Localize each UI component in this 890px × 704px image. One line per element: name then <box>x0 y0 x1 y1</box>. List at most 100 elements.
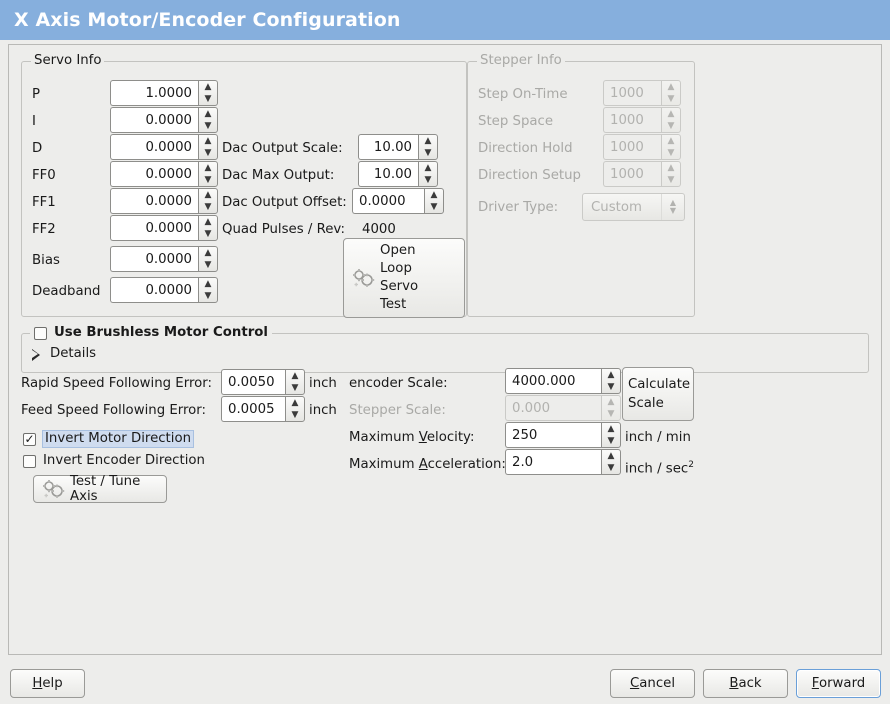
rapid-speed-stepper[interactable]: ▲ ▼ <box>285 369 305 395</box>
forward-button[interactable]: Forward <box>796 669 881 698</box>
dac-output-scale-stepper[interactable]: ▲ ▼ <box>418 134 438 160</box>
spin-down-icon[interactable]: ▼ <box>291 382 299 393</box>
dac-max-output-field[interactable]: 10.00 ▲ ▼ <box>358 161 438 187</box>
spin-down-icon[interactable]: ▼ <box>291 409 299 420</box>
maximum-velocity-stepper[interactable]: ▲ ▼ <box>601 422 621 448</box>
servo-field-ff1[interactable]: 0.0000 ▲ ▼ <box>110 188 218 214</box>
maximum-velocity-value[interactable]: 250 <box>505 422 601 448</box>
cancel-button[interactable]: Cancel <box>610 669 695 698</box>
spin-up-icon[interactable]: ▲ <box>607 369 615 380</box>
spin-up-icon[interactable]: ▲ <box>204 216 212 227</box>
servo-field-ff2[interactable]: 0.0000 ▲ ▼ <box>110 215 218 241</box>
maximum-acceleration-stepper[interactable]: ▲ ▼ <box>601 449 621 475</box>
dac-output-scale-field[interactable]: 10.00 ▲ ▼ <box>358 134 438 160</box>
servo-field-bias[interactable]: 0.0000 ▲ ▼ <box>110 246 218 272</box>
dac-max-output-value[interactable]: 10.00 <box>358 161 418 187</box>
servo-field-i-stepper[interactable]: ▲ ▼ <box>198 107 218 133</box>
dac-output-offset-value[interactable]: 0.0000 <box>352 188 424 214</box>
spin-up-icon[interactable]: ▲ <box>204 162 212 173</box>
feed-speed-following-error-value[interactable]: 0.0005 <box>221 396 285 422</box>
back-button[interactable]: Back <box>703 669 788 698</box>
spin-up-icon[interactable]: ▲ <box>204 189 212 200</box>
dac-output-offset-field[interactable]: 0.0000 ▲ ▼ <box>352 188 444 214</box>
servo-field-p-value[interactable]: 1.0000 <box>110 80 198 106</box>
feed-speed-following-error-label: Feed Speed Following Error: <box>21 403 207 418</box>
spin-down-icon[interactable]: ▼ <box>204 228 212 239</box>
spin-down-icon[interactable]: ▼ <box>607 435 615 446</box>
spin-down-icon[interactable]: ▼ <box>204 174 212 185</box>
spin-down-icon[interactable]: ▼ <box>204 259 212 270</box>
servo-field-ff0-stepper[interactable]: ▲ ▼ <box>198 161 218 187</box>
spin-up-icon[interactable]: ▲ <box>607 423 615 434</box>
spin-down-icon[interactable]: ▼ <box>204 147 212 158</box>
feed-speed-following-error-field[interactable]: 0.0005 ▲ ▼ <box>221 396 305 422</box>
servo-field-d-value[interactable]: 0.0000 <box>110 134 198 160</box>
servo-field-ff0[interactable]: 0.0000 ▲ ▼ <box>110 161 218 187</box>
servo-field-deadband-value[interactable]: 0.0000 <box>110 277 198 303</box>
encoder-scale-stepper[interactable]: ▲ ▼ <box>601 368 621 394</box>
spin-down-icon[interactable]: ▼ <box>607 381 615 392</box>
feed-speed-stepper[interactable]: ▲ ▼ <box>285 396 305 422</box>
help-button[interactable]: Help <box>10 669 85 698</box>
servo-info-frame: Servo Info P I D FF0 FF1 FF2 Bias Deadba… <box>21 53 467 318</box>
servo-field-i-value[interactable]: 0.0000 <box>110 107 198 133</box>
spin-down-icon[interactable]: ▼ <box>430 201 438 212</box>
servo-field-d-stepper[interactable]: ▲ ▼ <box>198 134 218 160</box>
servo-field-deadband-stepper[interactable]: ▲ ▼ <box>198 277 218 303</box>
servo-field-i[interactable]: 0.0000 ▲ ▼ <box>110 107 218 133</box>
servo-field-bias-stepper[interactable]: ▲ ▼ <box>198 246 218 272</box>
rapid-speed-following-error-field[interactable]: 0.0050 ▲ ▼ <box>221 369 305 395</box>
maximum-acceleration-value[interactable]: 2.0 <box>505 449 601 475</box>
spin-up-icon[interactable]: ▲ <box>204 108 212 119</box>
spin-down-icon[interactable]: ▼ <box>424 147 432 158</box>
servo-field-ff1-value[interactable]: 0.0000 <box>110 188 198 214</box>
encoder-scale-field[interactable]: 4000.000 ▲ ▼ <box>505 368 621 394</box>
calculate-scale-button[interactable]: Calculate Scale <box>622 367 694 421</box>
spin-up-icon[interactable]: ▲ <box>424 135 432 146</box>
spin-down-icon[interactable]: ▼ <box>204 120 212 131</box>
spin-up-icon[interactable]: ▲ <box>424 162 432 173</box>
checkbox-box[interactable]: ✓ <box>34 326 47 340</box>
open-loop-servo-test-button[interactable]: Open Loop Servo Test <box>343 238 465 318</box>
stepper-info-legend: Stepper Info <box>477 53 565 69</box>
spin-up-icon[interactable]: ▲ <box>607 450 615 461</box>
invert-encoder-direction-checkbox[interactable]: ✓ Invert Encoder Direction <box>23 453 205 469</box>
servo-field-ff2-value[interactable]: 0.0000 <box>110 215 198 241</box>
dac-output-offset-stepper[interactable]: ▲ ▼ <box>424 188 444 214</box>
spin-up-icon[interactable]: ▲ <box>291 370 299 381</box>
details-expander[interactable]: Details <box>30 346 96 362</box>
spin-up-icon[interactable]: ▲ <box>204 247 212 258</box>
servo-field-ff0-value[interactable]: 0.0000 <box>110 161 198 187</box>
checkbox-box[interactable]: ✓ <box>23 454 36 468</box>
servo-field-ff1-stepper[interactable]: ▲ ▼ <box>198 188 218 214</box>
test-tune-axis-label: Test / Tune Axis <box>70 474 141 504</box>
maximum-acceleration-field[interactable]: 2.0 ▲ ▼ <box>505 449 621 475</box>
spin-up-icon[interactable]: ▲ <box>204 278 212 289</box>
invert-motor-direction-checkbox[interactable]: ✓ Invert Motor Direction <box>23 430 195 448</box>
servo-field-bias-value[interactable]: 0.0000 <box>110 246 198 272</box>
spin-down-icon[interactable]: ▼ <box>424 174 432 185</box>
maximum-velocity-field[interactable]: 250 ▲ ▼ <box>505 422 621 448</box>
servo-field-d[interactable]: 0.0000 ▲ ▼ <box>110 134 218 160</box>
spin-up-icon[interactable]: ▲ <box>430 189 438 200</box>
spin-down-icon[interactable]: ▼ <box>204 201 212 212</box>
servo-field-ff2-stepper[interactable]: ▲ ▼ <box>198 215 218 241</box>
spin-down-icon[interactable]: ▼ <box>204 93 212 104</box>
spin-up-icon[interactable]: ▲ <box>204 81 212 92</box>
use-brushless-motor-control-checkbox[interactable]: ✓ Use Brushless Motor Control <box>34 325 268 341</box>
direction-hold-field: 1000 ▲ ▼ <box>603 134 681 160</box>
rapid-speed-following-error-value[interactable]: 0.0050 <box>221 369 285 395</box>
servo-field-deadband[interactable]: 0.0000 ▲ ▼ <box>110 277 218 303</box>
spin-up-icon[interactable]: ▲ <box>204 135 212 146</box>
spin-down-icon[interactable]: ▼ <box>204 290 212 301</box>
test-tune-axis-button[interactable]: Test / Tune Axis <box>33 474 167 504</box>
servo-field-p-stepper[interactable]: ▲ ▼ <box>198 80 218 106</box>
dac-output-scale-value[interactable]: 10.00 <box>358 134 418 160</box>
servo-field-p[interactable]: 1.0000 ▲ ▼ <box>110 80 218 106</box>
checkbox-box[interactable]: ✓ <box>23 432 36 446</box>
dac-max-output-stepper[interactable]: ▲ ▼ <box>418 161 438 187</box>
spin-down-icon[interactable]: ▼ <box>607 462 615 473</box>
spin-up-icon[interactable]: ▲ <box>291 397 299 408</box>
chevron-right-icon[interactable] <box>32 348 41 361</box>
encoder-scale-value[interactable]: 4000.000 <box>505 368 601 394</box>
